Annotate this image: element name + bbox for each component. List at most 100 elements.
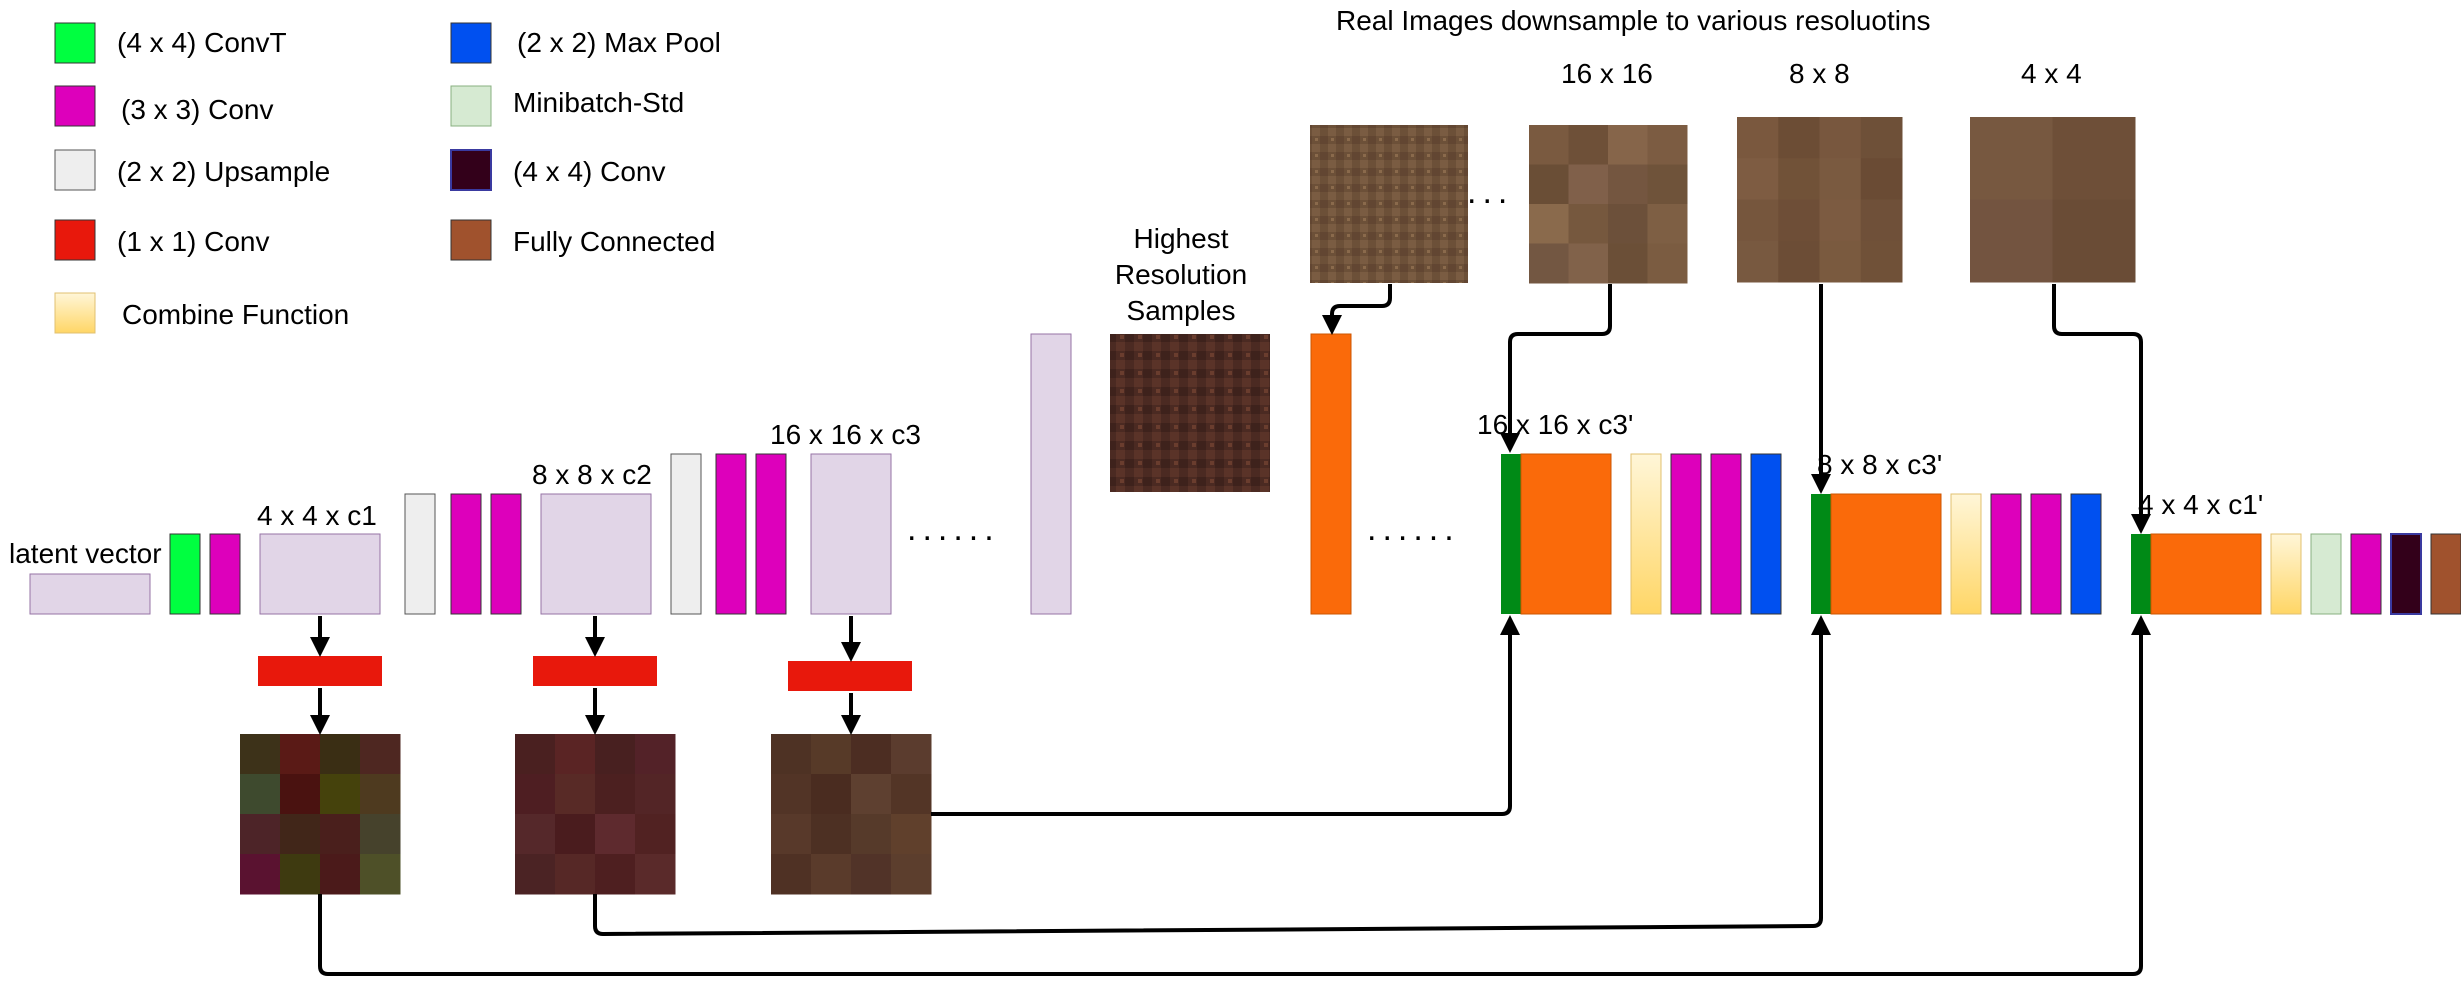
thumbnail-pixel <box>280 734 321 775</box>
disc-minibatch-std <box>2310 533 2342 615</box>
legend-item-minibatch: Minibatch-Std <box>450 85 684 127</box>
legend-label-conv4: (4 x 4) Conv <box>513 156 666 187</box>
disc-maxpool-16 <box>1750 453 1782 615</box>
thumbnail-pixel <box>240 734 281 775</box>
dots-generator: ...... <box>907 510 1000 548</box>
thumbnail-pixel <box>891 854 932 895</box>
disc-conv4 <box>2390 533 2422 615</box>
thumbnail-pixel <box>595 774 636 815</box>
thumbnail-pixel <box>891 814 932 855</box>
thumbnail-pixel <box>1819 199 1862 242</box>
gen-convt-block <box>169 533 201 615</box>
legend-swatch-minibatch <box>450 85 492 127</box>
disc-conv3-8-a <box>1990 493 2022 615</box>
highest-resolution-sample <box>1110 334 1270 492</box>
thumbnail-pixel <box>1970 117 2053 200</box>
gen-torgb-8x8 <box>533 656 657 686</box>
thumbnail-pixel <box>1860 240 1903 283</box>
thumbnail-pixel <box>595 854 636 895</box>
legend-label-upsample: (2 x 2) Upsample <box>117 156 330 187</box>
thumbnail-pixel <box>771 774 812 815</box>
disc-conv3-16-a <box>1670 453 1702 615</box>
thumbnail-pixel <box>1778 199 1820 242</box>
thumbnail-pixel <box>891 774 932 815</box>
thumbnail-pixel <box>1819 240 1862 283</box>
legend-swatch-upsample <box>54 149 96 191</box>
gen-feature-4x4 <box>259 533 381 615</box>
real-image-4x4 <box>1970 117 2136 283</box>
legend-swatch-conv1 <box>54 219 96 261</box>
thumbnail-pixel <box>635 854 676 895</box>
thumbnail-pixel <box>635 814 676 855</box>
thumbnail-pixel <box>2052 199 2136 283</box>
legend: (4 x 4) ConvT (3 x 3) Conv (2 x 2) Upsam… <box>54 22 721 334</box>
thumbnail-pixel <box>811 814 852 855</box>
thumbnail-pixel <box>1608 125 1648 165</box>
thumbnail-pixel <box>555 854 596 895</box>
thumbnail-pixel <box>1737 117 1779 159</box>
legend-swatch-conv4 <box>450 149 492 191</box>
latent-vector-block <box>29 573 151 615</box>
thumbnail-pixel <box>1970 199 2053 283</box>
thumbnail-pixel <box>515 814 556 855</box>
thumbnail-pixel <box>1608 243 1648 284</box>
disc-fromrgb-16x16 <box>1501 454 1521 614</box>
gen-upsample-block-1 <box>404 493 436 615</box>
thumbnail-pixel <box>240 854 281 895</box>
thumbnail-pixel <box>595 734 636 775</box>
legend-swatch-maxpool <box>450 22 492 64</box>
label-disc-4x4: 4 x 4 x c1' <box>2138 489 2263 520</box>
connections <box>310 284 2151 976</box>
thumbnail-pixel <box>771 814 812 855</box>
thumbnail-pixel <box>515 774 556 815</box>
thumbnail-pixel <box>1860 117 1903 159</box>
thumbnail-pixel <box>1608 204 1648 244</box>
real-image-full <box>1310 125 1468 283</box>
legend-swatch-conv3 <box>54 85 96 127</box>
disc-conv3-16-b <box>1710 453 1742 615</box>
thumbnail-pixel <box>1568 164 1609 205</box>
legend-item-combine: Combine Function <box>54 292 349 334</box>
thumbnail-pixel <box>360 734 401 775</box>
arrow-img4-to-disc4 <box>318 615 2151 976</box>
thumbnail-pixel <box>1529 243 1569 284</box>
gen-conv3-block-4 <box>715 453 747 615</box>
thumbnail-pixel <box>555 774 596 815</box>
thumbnail-pixel <box>851 854 892 895</box>
thumbnail-pixel <box>240 774 281 815</box>
disc-fromrgb-4x4 <box>2131 534 2151 614</box>
thumbnail-pixel <box>1568 125 1609 165</box>
thumbnail-pixel <box>555 734 596 775</box>
generated-image-16x16 <box>771 734 932 895</box>
thumbnail-pixel <box>1819 117 1862 159</box>
thumbnail-pixel <box>1647 164 1688 205</box>
label-gen-4x4: 4 x 4 x c1 <box>257 500 377 531</box>
real-image-8x8 <box>1737 117 1903 283</box>
legend-item-conv3: (3 x 3) Conv <box>54 85 274 127</box>
label-gen-16x16: 16 x 16 x c3 <box>770 419 921 450</box>
thumbnail-pixel <box>1647 204 1688 244</box>
thumbnail-pixel <box>1568 243 1609 284</box>
thumbnail-pixel <box>515 854 556 895</box>
label-highest-line2: Resolution <box>1115 259 1247 290</box>
gen-feature-final <box>1030 333 1072 615</box>
legend-label-combine: Combine Function <box>122 299 349 330</box>
thumbnail-pixel <box>1778 240 1820 283</box>
thumbnail-pixel <box>280 814 321 855</box>
disc-maxpool-8 <box>2070 493 2102 615</box>
thumbnail-pixel <box>320 814 361 855</box>
thumbnail-pixel <box>280 854 321 895</box>
dots-real: ... <box>1467 173 1513 211</box>
thumbnail-pixel <box>635 774 676 815</box>
legend-label-minibatch: Minibatch-Std <box>513 87 684 118</box>
label-res-16: 16 x 16 <box>1561 58 1653 89</box>
legend-swatch-fc <box>450 219 492 261</box>
thumbnail-pixel <box>1778 158 1820 200</box>
generated-image-4x4 <box>240 734 401 895</box>
gen-feature-16x16 <box>810 453 892 615</box>
thumbnail-pixel <box>851 814 892 855</box>
thumbnail-pixel <box>1529 125 1569 165</box>
legend-swatch-convt <box>54 22 96 64</box>
disc-conv3-8-b <box>2030 493 2062 615</box>
legend-label-maxpool: (2 x 2) Max Pool <box>517 27 721 58</box>
